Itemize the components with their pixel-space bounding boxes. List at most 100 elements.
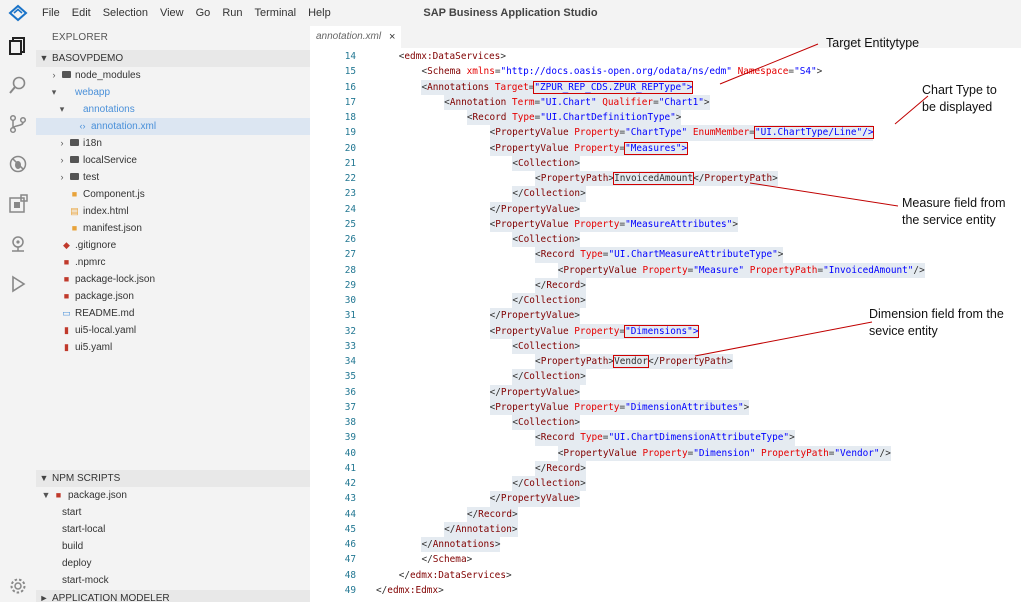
activity-bar bbox=[0, 26, 36, 602]
line-number: 32 bbox=[344, 325, 356, 337]
tree-item-node-modules[interactable]: ›node_modules bbox=[36, 67, 310, 84]
code-token: Record bbox=[546, 462, 581, 474]
tree-item-ui5-local-yaml[interactable]: ▮ui5-local.yaml bbox=[36, 322, 310, 339]
code-token: > bbox=[574, 417, 581, 428]
code-text: </Collection> bbox=[512, 186, 586, 202]
menu-item-edit[interactable]: Edit bbox=[71, 7, 91, 19]
tree-item-localservice[interactable]: ›localService bbox=[36, 152, 310, 169]
tree-item-label: .gitignore bbox=[75, 240, 117, 251]
run-icon[interactable] bbox=[6, 272, 30, 296]
project-section-header[interactable]: ▼ BASOVPDEMO bbox=[36, 50, 310, 67]
code-token: > bbox=[574, 310, 580, 322]
code-token: < bbox=[489, 127, 496, 139]
code-text: <PropertyValue Property="MeasureAttribut… bbox=[489, 216, 738, 232]
tree-item-label: annotation.xml bbox=[91, 121, 157, 132]
code-line: 19<PropertyValue Property="ChartType" En… bbox=[310, 125, 1021, 141]
menu-item-help[interactable]: Help bbox=[308, 7, 331, 19]
code-text: </Record> bbox=[535, 460, 586, 476]
code-token: = bbox=[653, 96, 659, 108]
application-modeler-header[interactable]: ► APPLICATION MODELER bbox=[36, 590, 310, 602]
code-token: > bbox=[466, 554, 473, 566]
menu-item-run[interactable]: Run bbox=[222, 7, 243, 19]
menu-item-view[interactable]: View bbox=[159, 7, 184, 19]
location-icon[interactable] bbox=[6, 232, 30, 256]
tree-item-annotation-xml[interactable]: ‹› annotation.xml bbox=[36, 118, 310, 135]
tree-item-component-js[interactable]: ■Component.js bbox=[36, 186, 310, 203]
debug-icon[interactable] bbox=[6, 152, 30, 176]
npm-script-start-mock[interactable]: start-mock bbox=[62, 575, 109, 586]
code-token: < bbox=[466, 112, 473, 123]
highlighted-token: "Dimensions"> bbox=[624, 324, 700, 338]
menu-item-selection[interactable]: Selection bbox=[102, 7, 148, 19]
tree-item-gitignore[interactable]: ◆ .gitignore bbox=[36, 237, 310, 254]
code-token: </ bbox=[421, 554, 433, 566]
menu-item-go[interactable]: Go bbox=[195, 7, 211, 19]
git-file-icon: ◆ bbox=[63, 240, 70, 250]
code-token: < bbox=[421, 81, 428, 93]
npm-script-start[interactable]: start bbox=[62, 507, 82, 518]
tree-item-index-html[interactable]: ▤index.html bbox=[36, 203, 310, 220]
search-icon[interactable] bbox=[6, 73, 30, 97]
code-text: <Record Type="UI.ChartDimensionAttribute… bbox=[535, 430, 795, 446]
code-token: < bbox=[535, 173, 541, 184]
code-token: PropertyPath bbox=[540, 173, 609, 184]
code-token: Record bbox=[472, 112, 507, 123]
line-number: 39 bbox=[344, 432, 356, 444]
code-token: Property bbox=[574, 401, 620, 413]
npm-package-row[interactable]: ▼ ■ package.json bbox=[36, 487, 310, 504]
xml-file-icon: ‹› bbox=[79, 121, 86, 131]
npm-script-deploy[interactable]: deploy bbox=[62, 558, 92, 569]
line-number: 33 bbox=[344, 340, 356, 352]
code-token: </ bbox=[376, 584, 388, 596]
npm-script-build[interactable]: build bbox=[62, 541, 84, 552]
tab-annotation-xml[interactable]: annotation.xml × bbox=[310, 26, 402, 48]
code-token: </ bbox=[535, 462, 547, 474]
menu-item-file[interactable]: File bbox=[42, 7, 60, 19]
tree-item-manifest-json[interactable]: ■ manifest.json bbox=[36, 220, 310, 237]
code-token: Collection bbox=[517, 340, 575, 352]
tree-item-i18n[interactable]: ›i18n bbox=[36, 135, 310, 152]
gear-icon[interactable] bbox=[6, 574, 30, 598]
tree-item-package-json[interactable]: ■package.json bbox=[36, 288, 310, 305]
tree-item-annotations[interactable]: ▾annotations bbox=[36, 101, 310, 118]
code-token: PropertyValue bbox=[495, 218, 569, 230]
code-token: /> bbox=[913, 264, 925, 276]
close-icon[interactable]: × bbox=[389, 31, 396, 43]
menu-item-terminal[interactable]: Terminal bbox=[254, 7, 297, 19]
code-token: "Chart1" bbox=[658, 96, 704, 108]
code-token: "Measure" bbox=[693, 264, 745, 276]
code-editor[interactable]: 14<edmx:DataServices>15<Schema xmlns="ht… bbox=[310, 48, 1021, 602]
code-token: </ bbox=[444, 523, 456, 535]
code-line: 17<Annotation Term="UI.Chart" Qualifier=… bbox=[310, 94, 1021, 110]
tree-item-webapp[interactable]: ▾webapp bbox=[36, 84, 310, 101]
code-text: </Annotations> bbox=[421, 537, 501, 553]
code-token: < bbox=[535, 249, 541, 261]
code-line: 32<PropertyValue Property="Dimensions"> bbox=[310, 323, 1021, 339]
code-token: < bbox=[489, 401, 496, 413]
npm-script-start-local[interactable]: start-local bbox=[62, 524, 106, 535]
code-line: 35</Collection> bbox=[310, 369, 1021, 385]
code-token: < bbox=[421, 66, 428, 78]
code-token: </ bbox=[421, 539, 433, 550]
code-token: Annotation bbox=[455, 523, 512, 535]
tree-item-ui5-yaml[interactable]: ▮ui5.yaml bbox=[36, 339, 310, 356]
app-logo-icon[interactable] bbox=[0, 0, 36, 26]
files-icon[interactable] bbox=[6, 34, 30, 58]
code-token: "DimensionAttributes" bbox=[625, 401, 744, 413]
yaml-file-icon: ▮ bbox=[64, 342, 69, 352]
tree-item-test[interactable]: ›test bbox=[36, 169, 310, 186]
tree-item-package-lock-json[interactable]: ■package-lock.json bbox=[36, 271, 310, 288]
extensions-icon[interactable] bbox=[6, 192, 30, 216]
menu-bar: File Edit Selection View Go Run Terminal Help bbox=[36, 0, 337, 26]
json-file-icon: ■ bbox=[71, 223, 78, 233]
code-token: </ bbox=[512, 371, 524, 383]
npm-scripts-header[interactable]: ▼ NPM SCRIPTS bbox=[36, 470, 310, 487]
code-text: <Collection> bbox=[512, 415, 581, 431]
code-line: 37<PropertyValue Property="DimensionAttr… bbox=[310, 399, 1021, 415]
code-token: < bbox=[444, 96, 450, 108]
tree-item-label: manifest.json bbox=[83, 223, 142, 234]
source-control-icon[interactable] bbox=[6, 112, 30, 136]
tree-item-readme-md[interactable]: ▭README.md bbox=[36, 305, 310, 322]
tree-item-npmrc[interactable]: ■.npmrc bbox=[36, 254, 310, 271]
code-token: > bbox=[574, 493, 580, 505]
